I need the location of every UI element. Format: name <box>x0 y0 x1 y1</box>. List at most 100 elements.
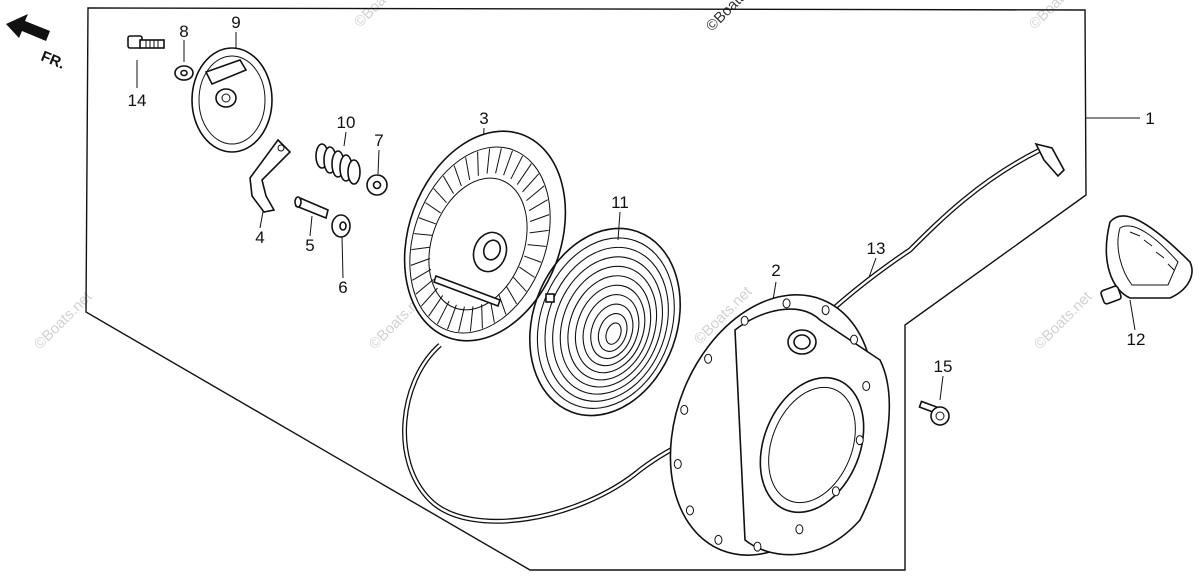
front-arrow-icon <box>6 14 50 41</box>
flange-hole <box>850 334 859 345</box>
reel-rib <box>433 188 447 204</box>
reel-rib <box>465 157 471 181</box>
reel-rib <box>519 266 535 278</box>
callout-7: 7 <box>374 131 383 150</box>
spring-coil <box>536 237 675 409</box>
reel-rib <box>477 151 479 176</box>
flange-hole <box>685 505 694 516</box>
callout-12: 12 <box>1127 330 1146 349</box>
starter-grip-part <box>1100 215 1193 305</box>
pin-part <box>294 196 329 220</box>
reel-rib <box>498 293 507 315</box>
callout-8: 8 <box>179 22 188 41</box>
reel-rib <box>469 306 474 332</box>
flange-bolt-part <box>918 400 950 426</box>
spring-coil <box>590 303 634 360</box>
spring-coil <box>528 227 682 417</box>
ratchet-pawl-part <box>249 138 292 213</box>
reel-rib <box>486 148 491 174</box>
reel-rib <box>453 165 462 187</box>
flange-hole <box>740 315 749 326</box>
reel-rib <box>527 244 546 247</box>
reel-rib <box>447 304 457 330</box>
callout-4: 4 <box>255 228 264 247</box>
spring-coil <box>597 313 628 352</box>
reel-rib <box>458 306 465 332</box>
flange-hole <box>831 486 840 497</box>
callout-13: 13 <box>867 239 886 258</box>
reel-rib <box>428 295 444 317</box>
flange-hole <box>855 435 864 446</box>
reel-rib <box>516 163 532 185</box>
recoil-spring-part <box>528 227 682 417</box>
reel-rib <box>420 287 438 307</box>
friction-spring-part <box>315 143 361 185</box>
callout-14: 14 <box>128 91 147 110</box>
reel-rib <box>523 255 542 263</box>
assembly-outline <box>85 7 1087 571</box>
reel-rib <box>495 148 502 174</box>
reel-rib <box>442 175 454 194</box>
collar-part <box>331 214 351 238</box>
leader-lines <box>136 32 1140 401</box>
front-direction-indicator: FR. <box>6 14 67 73</box>
watermark-1: ©Boats.net <box>351 0 416 31</box>
reel-rib <box>412 268 432 281</box>
watermark-5: ©Boats.net <box>1031 288 1096 353</box>
ratchet-plate-part <box>191 47 273 153</box>
flange-hole <box>782 298 791 309</box>
reel-rib <box>414 233 433 236</box>
reel-rib <box>510 155 524 180</box>
small-washer-part <box>174 65 194 81</box>
setting-bolt-part <box>127 35 165 49</box>
spring-coil <box>567 275 652 381</box>
spring-coil <box>544 246 669 402</box>
callout-5: 5 <box>305 236 314 255</box>
flange-hole <box>795 524 804 535</box>
starter-reel-part <box>403 130 567 342</box>
reel-rib <box>513 276 527 292</box>
reel-rib <box>503 150 513 176</box>
callout-labels: 1 2 3 4 5 6 7 8 9 10 11 12 13 14 15 <box>128 13 1155 376</box>
reel-rib <box>506 286 518 305</box>
washer-part <box>366 174 388 196</box>
reel-rib <box>528 199 548 212</box>
flange-hole <box>714 534 723 545</box>
flange-hole <box>704 353 713 364</box>
starter-case-part <box>669 294 890 556</box>
flange-hole <box>821 305 830 316</box>
spring-coil <box>605 322 622 345</box>
reel-rib <box>436 300 450 325</box>
reel-rib <box>425 202 441 214</box>
callout-15: 15 <box>934 357 953 376</box>
flange-hole <box>862 380 871 391</box>
reel-rib <box>526 185 545 202</box>
spring-coil <box>559 265 658 388</box>
reel-rib <box>481 304 483 329</box>
callout-10: 10 <box>337 113 356 132</box>
watermark-6: ©Boats.net <box>1026 0 1091 33</box>
front-direction-label: FR. <box>39 48 68 73</box>
reel-rib <box>415 278 434 295</box>
reel-rib <box>410 258 431 266</box>
callout-2: 2 <box>771 261 780 280</box>
reel-rib <box>529 214 550 222</box>
flange-hole <box>673 459 682 470</box>
flange-hole <box>753 541 762 552</box>
watermark-dark: ©Boats.net <box>703 0 768 35</box>
reel-rib <box>529 229 549 234</box>
spring-coil <box>574 284 646 374</box>
spring-coil <box>552 256 664 395</box>
callout-1: 1 <box>1145 109 1154 128</box>
spring-coil <box>582 294 640 367</box>
callout-6: 6 <box>338 278 347 297</box>
callout-9: 9 <box>231 13 240 32</box>
flange-hole <box>680 404 689 415</box>
reel-rib <box>522 173 540 193</box>
watermarks: ©Boats.net ©Boats.net ©Boats.net ©Boats.… <box>31 0 1096 353</box>
reel-rib <box>411 246 431 251</box>
callout-11: 11 <box>611 193 629 212</box>
callout-3: 3 <box>479 109 488 128</box>
reel-rib <box>418 217 437 225</box>
